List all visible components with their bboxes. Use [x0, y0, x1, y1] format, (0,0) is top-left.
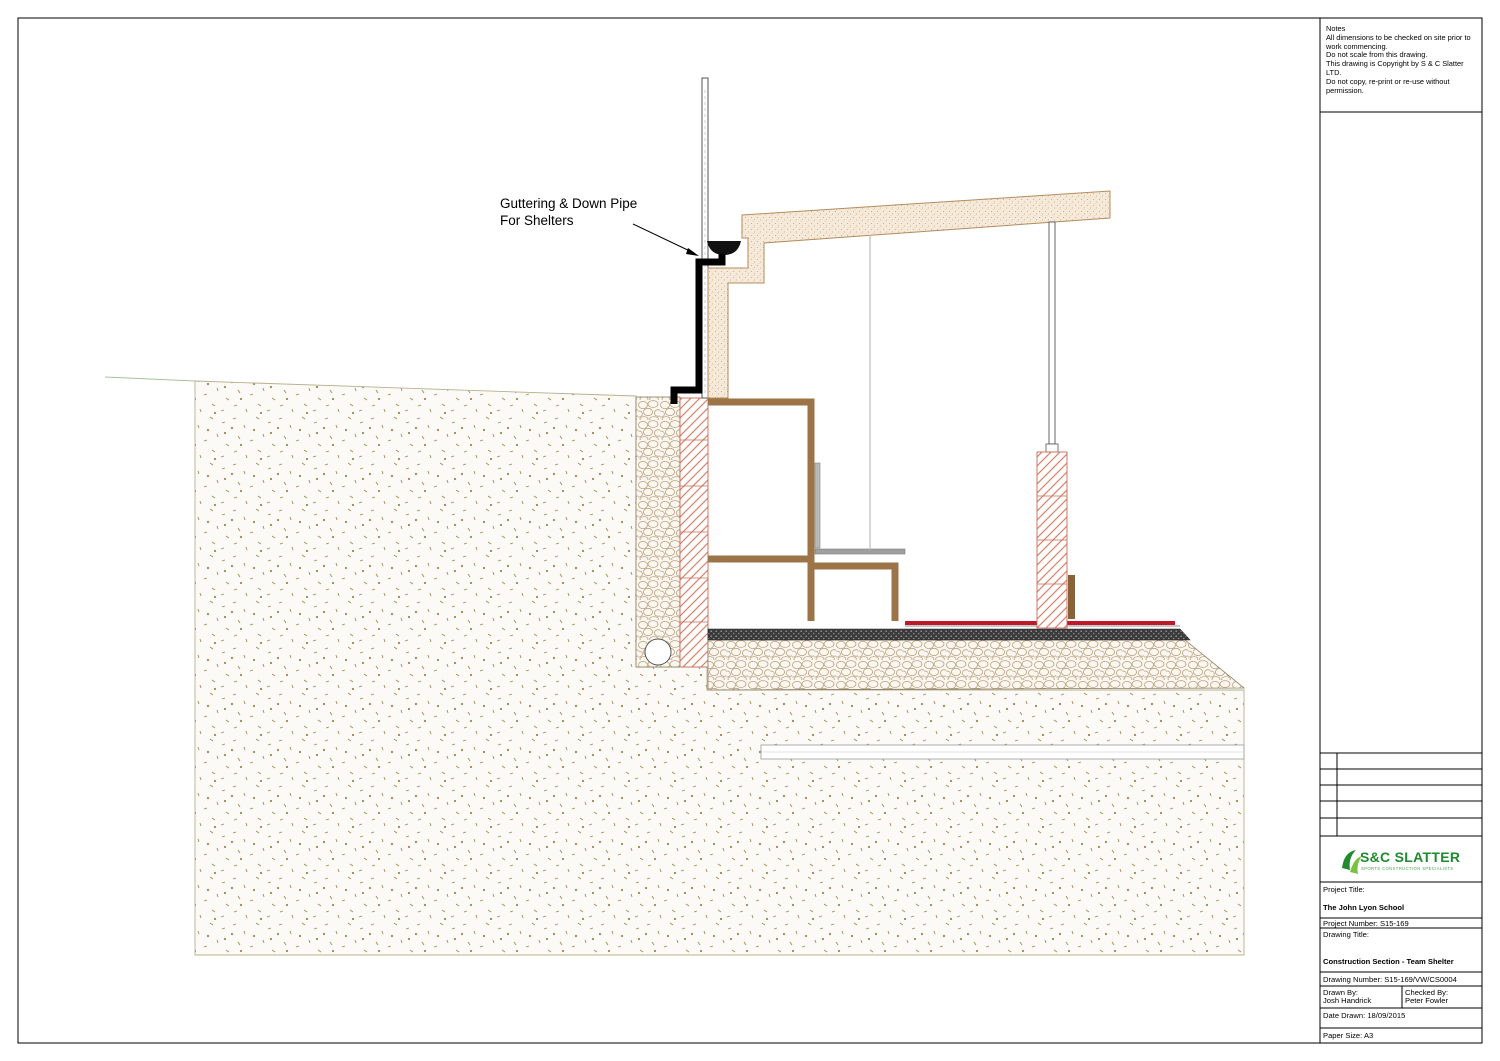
project-title: The John Lyon School [1323, 903, 1405, 912]
retaining-brick-wall [679, 397, 709, 668]
date-drawn: Date Drawn: 18/09/2015 [1323, 1011, 1406, 1020]
callout-line-1: Guttering & Down Pipe [500, 196, 638, 211]
timber-edging [1068, 575, 1075, 619]
timber-bench-frame [708, 398, 899, 621]
drawn-by: Josh Handrick [1323, 996, 1372, 1005]
logo-swoosh-icon [1342, 850, 1362, 874]
red-membrane-right [1067, 621, 1175, 625]
callout-leader-line [632, 223, 695, 254]
logo-tagline: SPORTS CONSTRUCTION SPECIALISTS [1361, 866, 1454, 871]
note-line: Do not copy, re-print or re-use without … [1326, 76, 1450, 95]
notes-heading: Notes [1326, 24, 1346, 33]
project-title-label: Project Title: [1323, 885, 1365, 894]
note-line: Do not scale from this drawing. [1326, 50, 1428, 60]
down-pipe [670, 254, 726, 404]
brick-courses [680, 439, 708, 623]
note-line: This drawing is Copyright by S & C Slatt… [1326, 59, 1464, 77]
bedding-layer [707, 628, 1191, 641]
gutter-icon [707, 241, 741, 255]
checked-by: Peter Fowler [1405, 996, 1449, 1005]
paper-size: Paper Size: A3 [1323, 1031, 1374, 1040]
drawing-title-label: Drawing Title: [1323, 930, 1369, 939]
callout-line-2: For Shelters [500, 213, 574, 228]
company-logo: S&C SLATTER SPORTS CONSTRUCTION SPECIALI… [1338, 848, 1468, 878]
rear-upright-post [701, 77, 709, 399]
stone-backfill [635, 396, 681, 668]
bench-seat-slat [814, 548, 906, 555]
title-block-frame [1319, 18, 1482, 1043]
checked-by-label: Checked By: [1405, 988, 1449, 997]
note-line: All dimensions to be checked on site pri… [1326, 32, 1471, 51]
project-number: Project Number: S15-169 [1323, 919, 1409, 928]
roof-panel [707, 190, 1111, 399]
drawn-by-label: Drawn By: [1323, 988, 1359, 997]
front-post [1048, 221, 1056, 445]
red-membrane-left [905, 621, 1037, 625]
logo-name: S&C SLATTER [1360, 849, 1461, 865]
gutter-callout-label: Guttering & Down Pipe For Shelters [500, 195, 637, 229]
notes-block: Notes All dimensions to be checked on si… [1326, 24, 1478, 95]
stone-sub-base [707, 639, 1246, 691]
callout-arrowhead [686, 248, 699, 256]
ground-line [104, 376, 196, 382]
drawing-title: Construction Section - Team Shelter [1323, 957, 1454, 966]
sheet-border [17, 17, 1483, 1044]
drawing-number: Drawing Number: S15-169/VW/CS0004 [1323, 975, 1457, 984]
bench-back-board [814, 462, 821, 549]
post-base-plate [1045, 443, 1059, 453]
land-drain-pipe [644, 638, 672, 666]
